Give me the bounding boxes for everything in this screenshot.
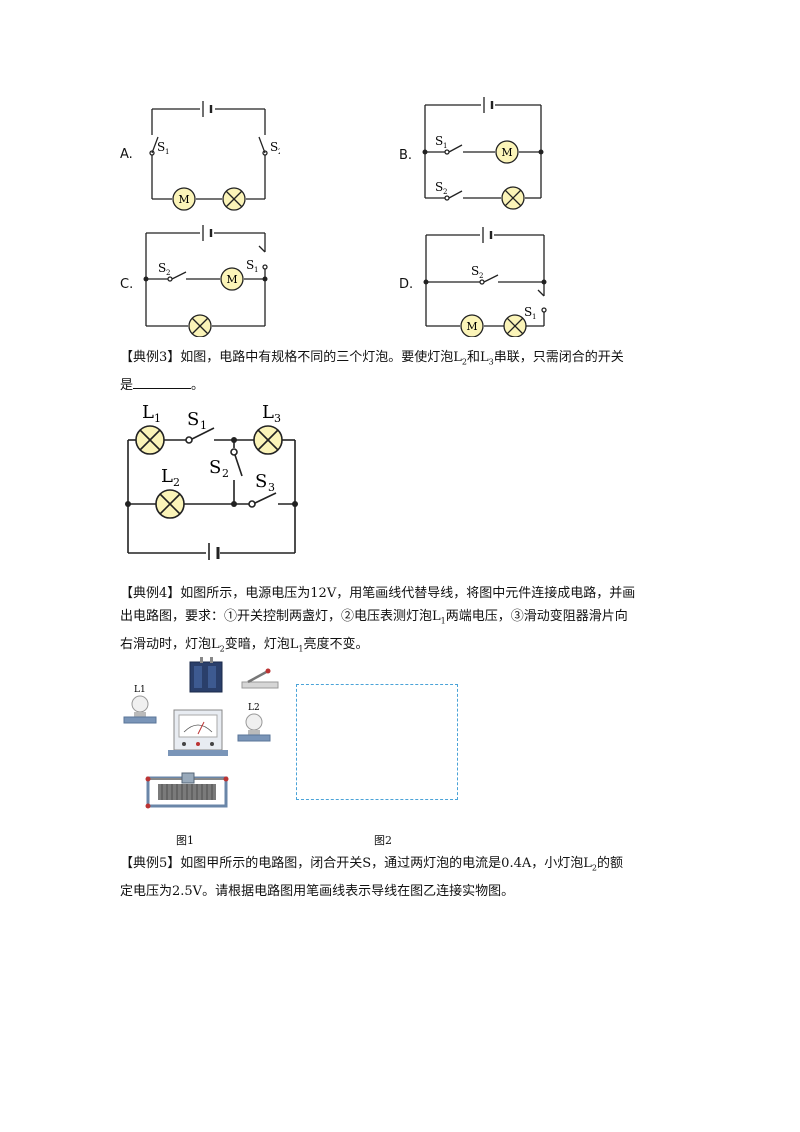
- subscript: 2: [461, 357, 467, 367]
- switch-s3-label: S: [255, 471, 267, 492]
- circuit-diagram-d: M S 2 S 1: [423, 227, 547, 337]
- subscript: 1: [200, 419, 207, 432]
- motor-symbol: M: [226, 273, 237, 286]
- example4-line3a: 右滑动时，灯泡L: [120, 636, 220, 652]
- switch-icon: [241, 668, 279, 689]
- example5-line1b: 的额: [596, 856, 623, 871]
- voltmeter-icon: [168, 709, 228, 756]
- lamp-l2-caption: L2: [248, 703, 260, 713]
- example5-line2: 定电压为2.5V。请根据电路图用笔画线表示导线在图乙连接实物图。: [120, 883, 515, 899]
- example4-text: 【典例4】如图所示，电源电压为12V，用笔画线代替导线，将图中元件连接成电路，并…: [120, 582, 635, 660]
- circuit-diagram-a: M S 1 S 2: [149, 101, 280, 211]
- lamp-l1-icon: [123, 695, 157, 724]
- subscript: 1: [443, 142, 447, 150]
- switch-s1-label: S: [157, 140, 165, 154]
- subscript: 2: [591, 863, 597, 873]
- subscript: 1: [298, 644, 304, 654]
- motor-symbol: M: [178, 193, 189, 206]
- motor-symbol: M: [466, 320, 477, 333]
- example5-line1a: 【典例5】如图甲所示的电路图，闭合开关S，通过两灯泡的电流是0.4A，小灯泡L: [120, 856, 592, 871]
- example3-end: 。: [191, 377, 205, 393]
- lamp-l1-caption: L1: [134, 685, 146, 695]
- switch-s2-label: S: [158, 261, 166, 275]
- switch-s2-label: S: [435, 180, 443, 194]
- figure1-caption: 图1: [176, 834, 194, 847]
- switch-s1-label: S: [435, 134, 443, 148]
- circuit-diagram-b: M S 1 S 2: [422, 97, 544, 210]
- subscript: 2: [219, 644, 225, 654]
- example3-circuit: L 1 S 1 L 3 S 2 L 2 S 3: [125, 402, 298, 560]
- example3-lead: 【典例3】如图，电路中有规格不同的三个灯泡。要使灯泡L: [120, 350, 462, 365]
- subscript: 1: [165, 148, 169, 156]
- option-c-label: C.: [120, 277, 134, 292]
- component-figure-1: L1 L2: [123, 657, 279, 809]
- subscript: 2: [278, 148, 280, 156]
- option-b-label: B.: [399, 148, 413, 163]
- subscript: 2: [222, 467, 229, 480]
- example4-line1: 【典例4】如图所示，电源电压为12V，用笔画线代替导线，将图中元件连接成电路，并…: [120, 586, 636, 601]
- example4-line3c: 亮度不变。: [303, 636, 369, 652]
- rheostat-icon: [145, 772, 229, 809]
- answer-blank[interactable]: [133, 374, 192, 389]
- figure2-caption: 图2: [374, 834, 392, 847]
- subscript: 1: [532, 313, 536, 321]
- subscript: 1: [154, 412, 161, 425]
- subscript: 1: [440, 616, 446, 626]
- switch-s2-label: S: [270, 140, 278, 154]
- motor-symbol: M: [501, 146, 512, 159]
- subscript: 3: [488, 357, 494, 367]
- lamp-l1-label: L: [142, 402, 154, 423]
- subscript: 2: [479, 272, 483, 280]
- subscript: 2: [166, 269, 170, 277]
- example3-line2: 是: [120, 377, 134, 393]
- example3-mid2: 串联，只需闭合的开关: [493, 350, 624, 365]
- example3-text: 【典例3】如图，电路中有规格不同的三个灯泡。要使灯泡L2和L3串联，只需闭合的开…: [120, 346, 624, 397]
- example5-text: 【典例5】如图甲所示的电路图，闭合开关S，通过两灯泡的电流是0.4A，小灯泡L2…: [120, 852, 623, 903]
- lamp-l2-icon: [237, 713, 271, 742]
- option-d-label: D.: [399, 277, 414, 292]
- example4-line3b: 变暗，灯泡L: [224, 636, 299, 652]
- switch-s2-label: S: [471, 264, 479, 278]
- lamp-l3-label: L: [262, 402, 274, 423]
- subscript: 2: [443, 188, 447, 196]
- option-a-label: A.: [120, 147, 133, 162]
- switch-s2-label: S: [209, 457, 221, 478]
- drawing-area[interactable]: [296, 684, 458, 800]
- circuit-diagram-c: M S 2 S 1: [143, 225, 268, 337]
- switch-s1-label: S: [524, 305, 532, 319]
- subscript: 3: [274, 412, 281, 425]
- example3-mid1: 和L: [467, 350, 489, 365]
- subscript: 2: [173, 476, 180, 489]
- switch-s1-label: S: [246, 258, 254, 272]
- lamp-l2-label: L: [161, 466, 173, 487]
- example4-line2a: 出电路图，要求：①开关控制两盏灯，②电压表测灯泡L: [120, 609, 441, 624]
- subscript: 3: [268, 481, 275, 494]
- example4-line2b: 两端电压，③滑动变阻器滑片向: [445, 609, 628, 624]
- battery-pack-icon: [189, 657, 223, 693]
- switch-s1-label: S: [187, 409, 199, 430]
- subscript: 1: [254, 266, 258, 274]
